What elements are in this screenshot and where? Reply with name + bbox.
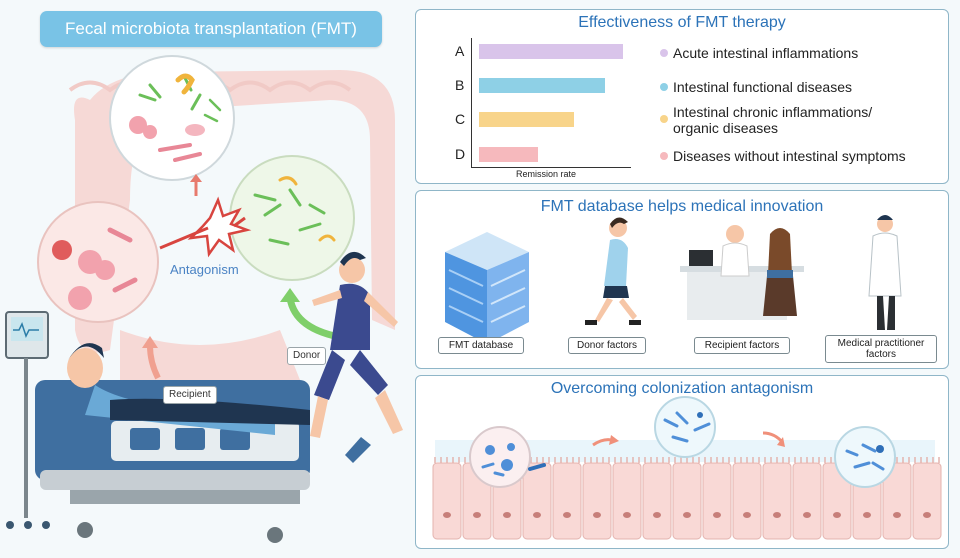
donor-tag: Donor [287,347,327,365]
cell-nucleus [563,512,571,518]
patient [67,343,310,435]
colonization-circle-left [469,426,546,488]
epithelial-cell [792,462,822,540]
microvilli [794,457,820,463]
recipient-arrow-head [142,336,158,348]
microbe-circle-top [109,55,235,181]
legend-dot-D [660,152,668,160]
cell-nucleus [833,512,841,518]
epithelial-cell [702,462,732,540]
microvilli [764,457,790,463]
epithelial-cell [642,462,672,540]
fmt-illustration [5,55,403,543]
page-title: Fecal microbiota transplantation (FMT) [40,11,382,47]
cell-nucleus [773,512,781,518]
epithelial-cell [612,462,642,540]
epithelial-cell [552,462,582,540]
bar-B [479,78,605,93]
chart-x-axis [471,167,631,168]
legend-dot-B [660,83,668,91]
microvilli [674,457,700,463]
iv-monitor [5,311,50,529]
legend-label-B: Intestinal functional diseases [673,79,852,95]
factor-label: FMT database [438,337,524,354]
cell-nucleus [893,512,901,518]
database-title: FMT database helps medical innovation [540,198,824,215]
antagonism-label: Antagonism [170,262,239,277]
cell-nucleus [473,512,481,518]
legend-dot-C [660,115,668,123]
effectiveness-title: Effectiveness of FMT therapy [578,14,786,31]
microvilli [554,457,580,463]
epithelial-cell [432,462,462,540]
factor-label: Medical practitioner factors [825,335,937,363]
epithelial-cell [672,462,702,540]
colonization-circle-right [834,426,896,488]
chart-y-axis [471,38,472,168]
epithelial-cell [522,462,552,540]
microvilli [584,457,610,463]
database-server-icon [445,232,529,344]
microvilli [614,457,640,463]
donor-runner-icon [585,217,641,325]
cell-nucleus [653,512,661,518]
legend-label-C: Intestinal chronic inflammations/ organi… [673,104,873,136]
bar-category-label: D [455,146,466,162]
database-illustrations [445,215,902,344]
microvilli [644,457,670,463]
bar-A [479,44,623,59]
chart-x-axis-label: Remission rate [516,169,577,179]
bar-category-label: C [455,111,466,127]
factor-label: Recipient factors [694,337,790,354]
microvilli [434,457,460,463]
microvilli [704,457,730,463]
cell-nucleus [593,512,601,518]
donor-arrow-head [280,288,300,302]
bar-category-label: A [455,43,465,59]
legend-dot-A [660,49,668,57]
cell-nucleus [743,512,751,518]
runner-donor [310,251,403,463]
microvilli [734,457,760,463]
recipient-tag: Recipient [163,386,217,404]
cell-nucleus [863,512,871,518]
bar-D [479,147,538,162]
epithelial-cell [732,462,762,540]
legend-label-D: Diseases without intestinal symptoms [673,148,906,164]
epithelial-cell [762,462,792,540]
pathogen-circle [37,201,159,323]
cell-nucleus [923,512,931,518]
factor-label: Donor factors [568,337,646,354]
cell-nucleus [443,512,451,518]
epithelial-cell [912,462,942,540]
bar-category-label: B [455,77,465,93]
bar-C [479,112,574,127]
legend-label-A: Acute intestinal inflammations [673,45,859,61]
recipient-consultation-icon [680,225,804,320]
colonization-illustration [432,396,942,540]
cell-nucleus [713,512,721,518]
microvilli [914,457,940,463]
epithelial-cell [582,462,612,540]
cell-nucleus [683,512,691,518]
colonization-title: Overcoming colonization antagonism [550,380,814,397]
donor-microbe-circle [229,155,355,281]
cell-nucleus [533,512,541,518]
doctor-icon [868,215,902,330]
cell-nucleus [803,512,811,518]
antagonism-burst [159,174,252,258]
cell-nucleus [623,512,631,518]
recipient-arrow [147,345,161,380]
cell-nucleus [503,512,511,518]
colonization-circle-middle [654,396,716,458]
